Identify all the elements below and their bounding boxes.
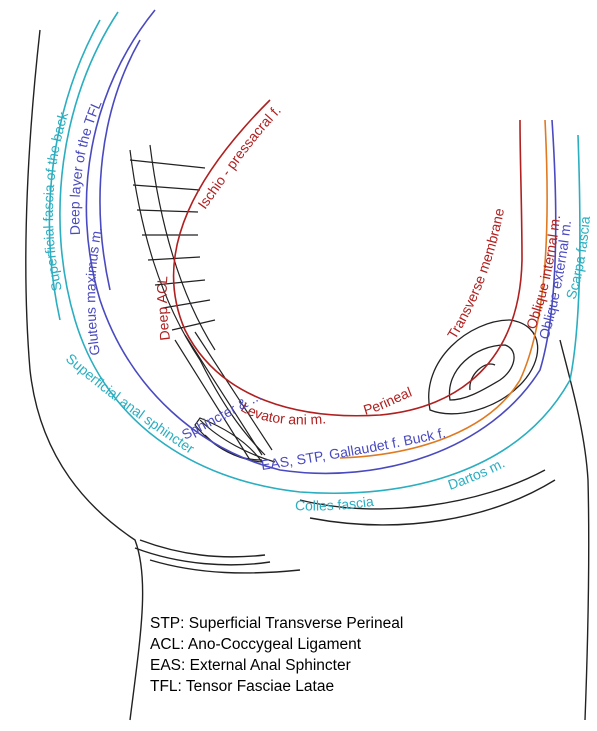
label-ischio-pressacral: Ischio - pressacral f. [194,102,284,212]
legend-acl: ACL: Ano-Coccygeal Ligament [150,636,362,653]
legend-eas: EAS: External Anal Sphincter [150,657,351,674]
legend-stp: STP: Superficial Transverse Perineal [150,615,403,632]
label-superficial-fascia-back: Superficial fascia of the back [40,109,71,293]
label-superficial-anal-sphincter: Superficial anal sphincter [63,350,198,457]
label-deep-acl: Deep ACL [154,275,173,341]
legend: STP: Superficial Transverse Perineal ACL… [150,615,403,695]
label-gluteus-maximus: Gluteus maximus m. [82,226,105,357]
label-colles-fascia: Colles fascia [295,493,375,514]
red-fascia-layer [174,100,522,416]
label-eas-stp: EAS, STP, Gallaudet f. Buck f. [260,424,447,473]
legend-tfl: TFL: Tensor Fasciae Latae [150,678,334,695]
